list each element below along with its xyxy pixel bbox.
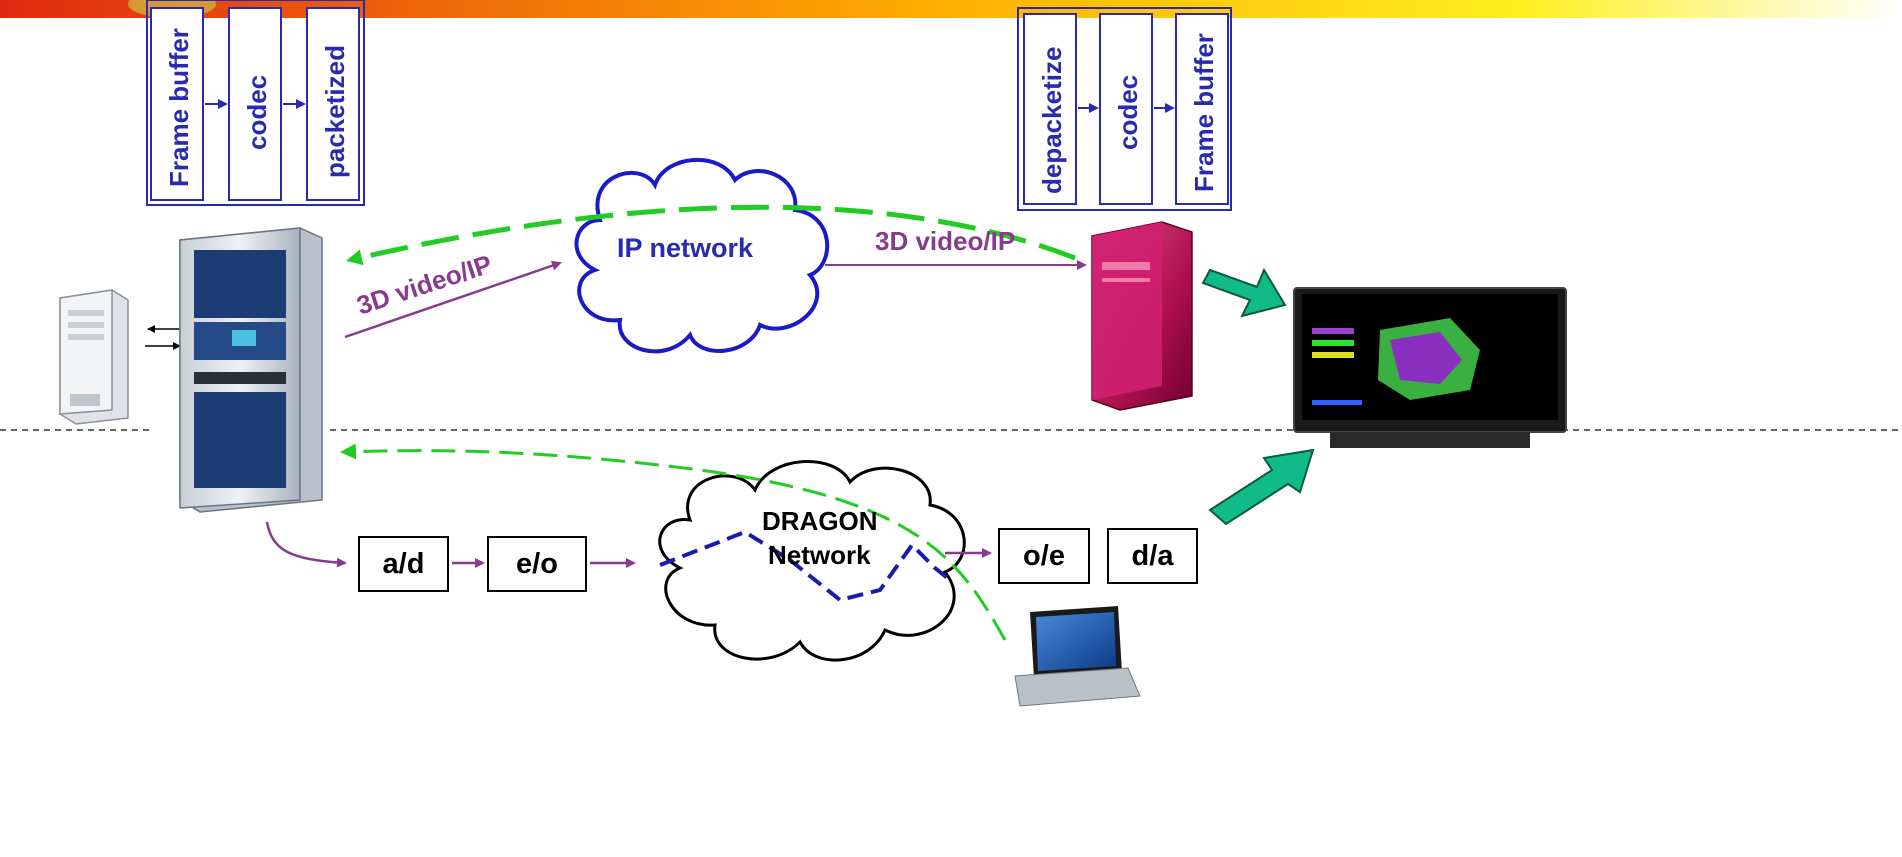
dragon-label-line2: Network xyxy=(768,540,871,570)
ip-network-label: IP network xyxy=(617,233,754,263)
recv-stage-depacketize: depacketize xyxy=(1037,46,1067,194)
return-path-top xyxy=(346,204,1076,266)
dragon-label-line1: DRAGON xyxy=(762,506,878,536)
flow-arrow-to-ip xyxy=(344,260,562,339)
big-arrow-bottom xyxy=(1208,448,1315,526)
converter-oe: o/e xyxy=(998,528,1090,584)
laptop-icon xyxy=(1014,606,1141,707)
flow-label-right: 3D video/IP xyxy=(875,226,1016,256)
title-bar xyxy=(0,0,1902,18)
converter-ad: a/d xyxy=(358,536,449,592)
send-stage-frame-buffer: Frame buffer xyxy=(164,28,194,187)
converter-da: d/a xyxy=(1107,528,1198,584)
return-path-bottom xyxy=(340,443,1007,641)
big-arrow-top xyxy=(1201,267,1287,318)
recv-stage-frame-buffer: Frame buffer xyxy=(1189,33,1219,192)
workstation-icon xyxy=(1091,221,1193,411)
recv-stage-codec: codec xyxy=(1113,74,1143,150)
display-monitor-icon xyxy=(1293,287,1567,448)
converter-eo: e/o xyxy=(487,536,587,592)
dragon-network-cloud xyxy=(658,460,966,662)
server-rack-icon xyxy=(179,227,323,513)
send-pipeline xyxy=(146,0,365,206)
dragon-path xyxy=(659,529,952,603)
send-stage-packetized: packetized xyxy=(320,45,350,178)
send-stage-codec: codec xyxy=(242,74,272,150)
flow-arrow-to-ad xyxy=(265,521,347,568)
recv-pipeline xyxy=(1017,7,1232,211)
pc-tower-icon xyxy=(59,289,129,425)
